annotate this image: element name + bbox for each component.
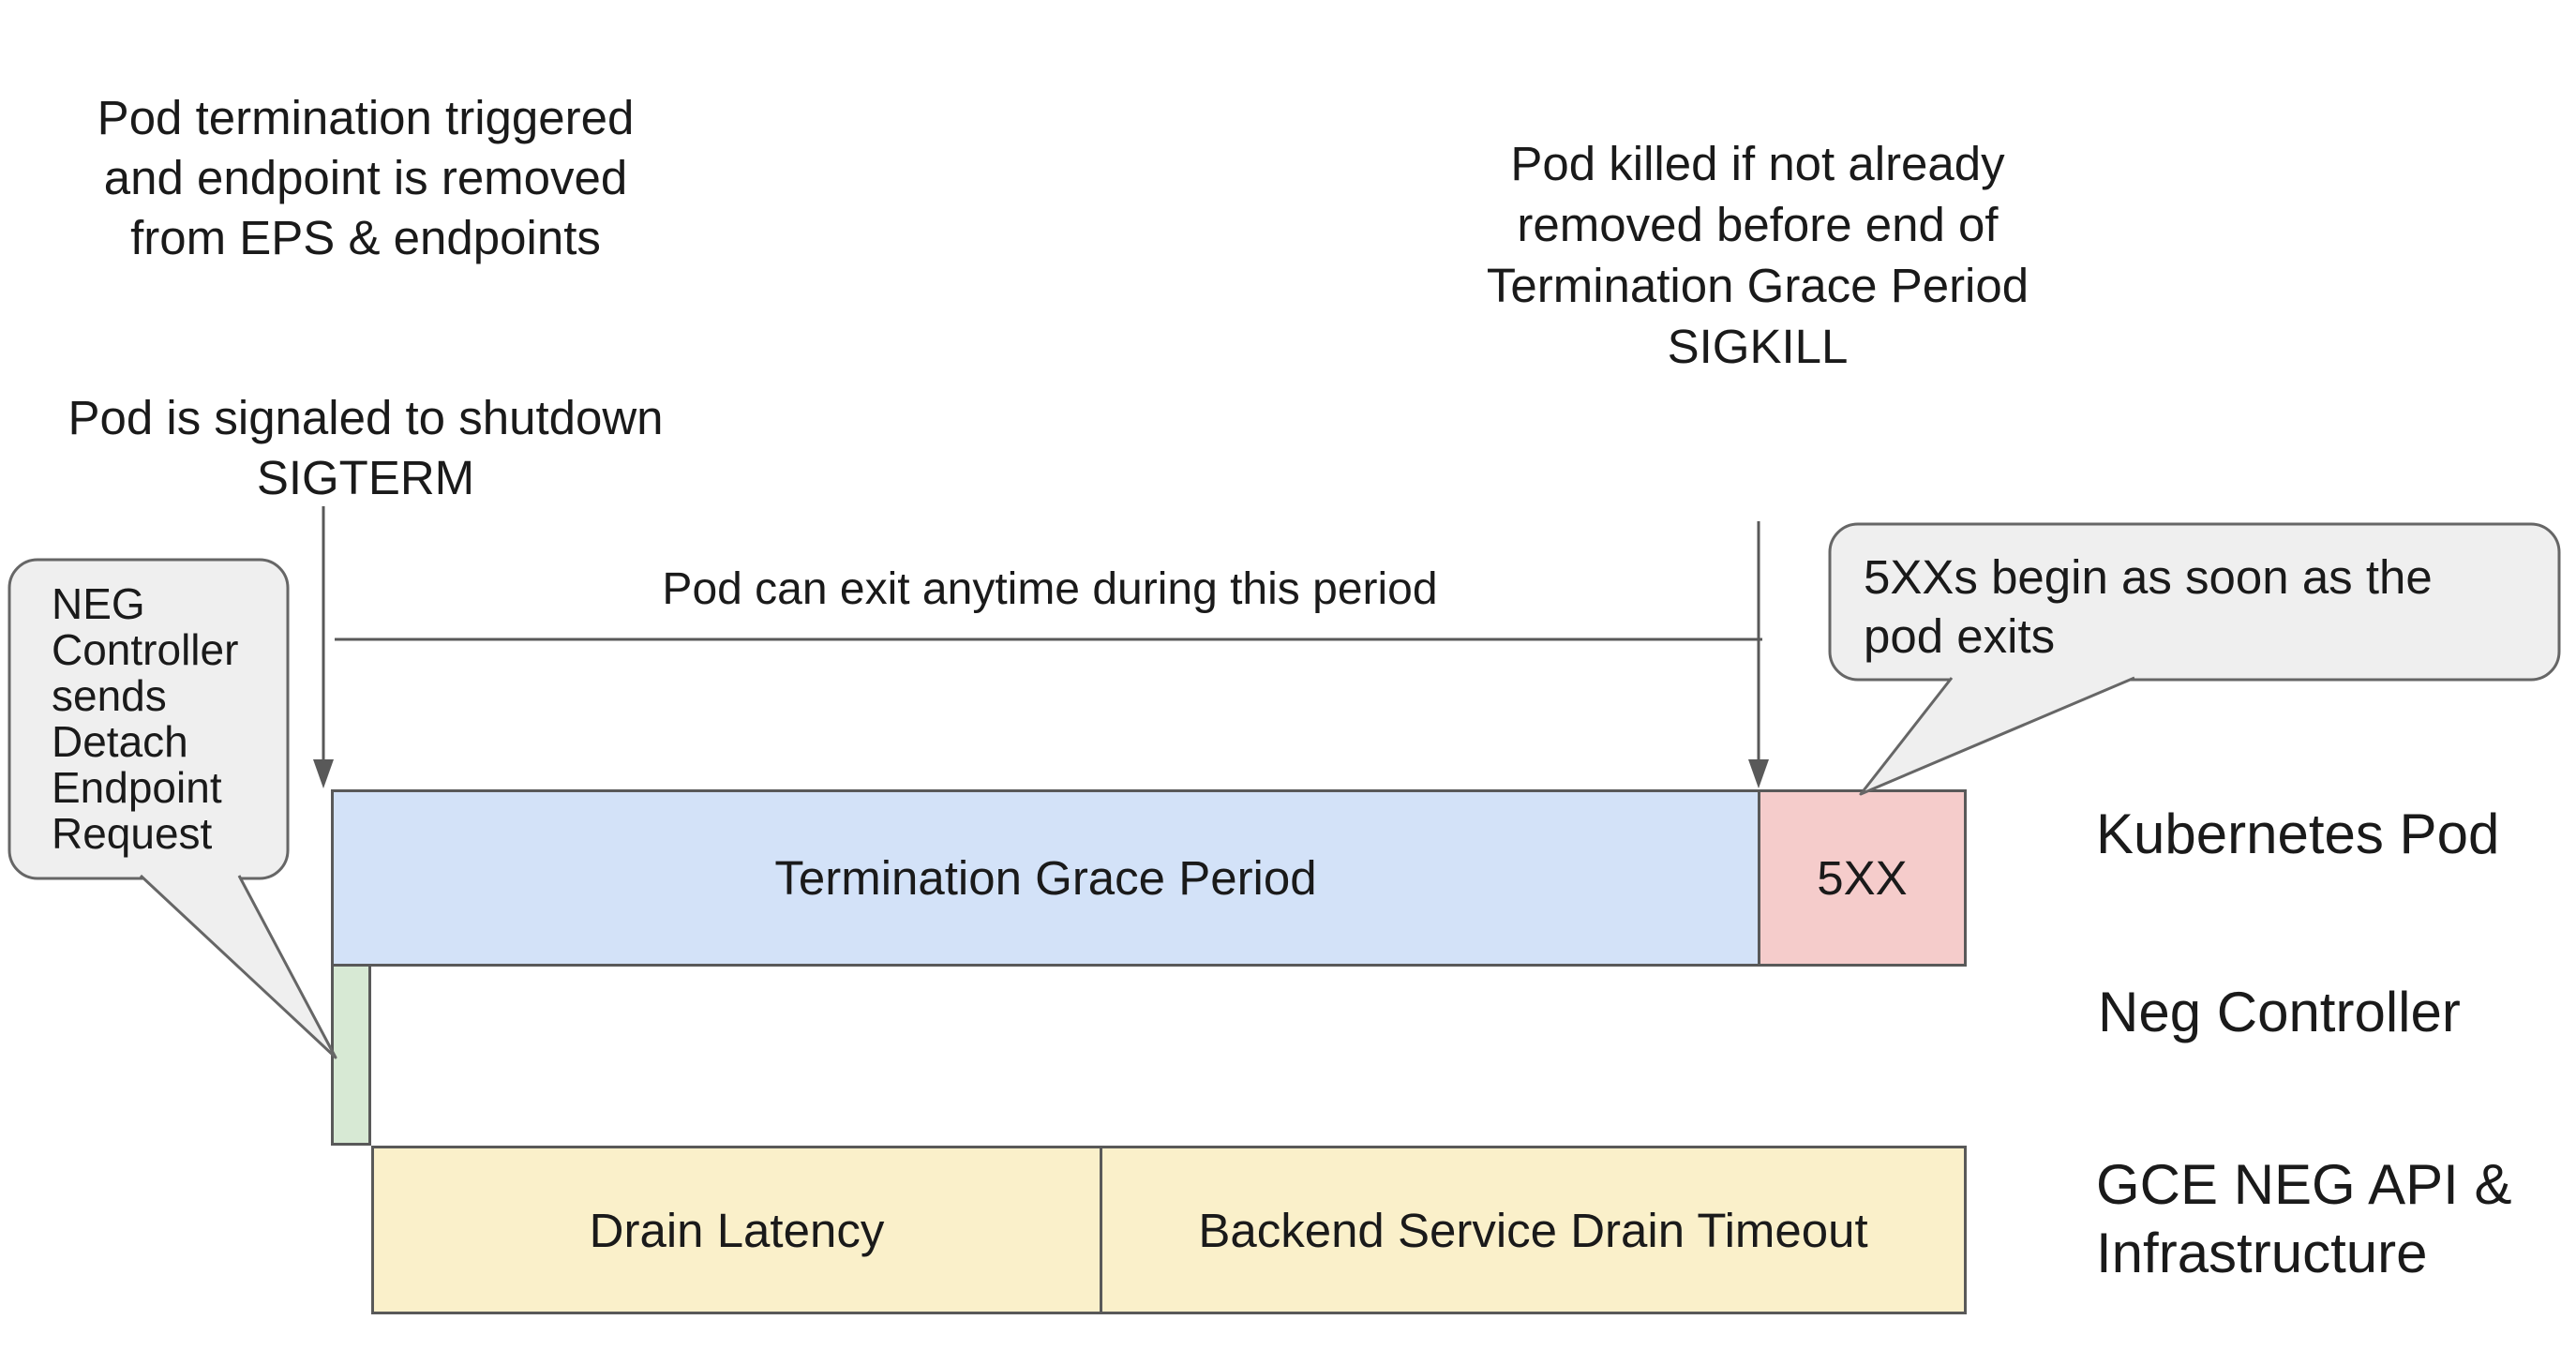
drain-bar: Drain Latency Backend Service Drain Time… [371,1146,1967,1314]
backend-service-drain-timeout-cell: Backend Service Drain Timeout [1102,1148,1964,1312]
termination-grace-period-label: Termination Grace Period [774,851,1317,905]
sigterm-arrowhead-icon [313,759,334,788]
five-xx-callout-tail [1859,676,2135,796]
row-label-neg-controller: Neg Controller [2098,981,2461,1043]
drain-latency-label: Drain Latency [589,1203,885,1257]
sigkill-arrowhead-icon [1748,759,1769,788]
sigkill-note: Pod killed if not already removed before… [1486,137,2029,373]
sigterm-note: Pod is signaled to shutdown SIGTERM [67,391,664,504]
five-xx-callout-bubble [1828,522,2561,682]
row-label-kubernetes-pod: Kubernetes Pod [2096,802,2500,865]
drain-latency-cell: Drain Latency [374,1148,1102,1312]
termination-grace-period-bar: Termination Grace Period [331,789,1760,967]
row-label-gce-neg-api: GCE NEG API & Infrastructure [2096,1153,2512,1284]
five-xx-bar: 5XX [1758,789,1967,967]
five-xx-label: 5XX [1817,851,1908,905]
top-left-annotation: Pod termination triggered and endpoint i… [56,28,675,568]
five-xx-callout-text: 5XXs begin as soon as the pod exits [1864,550,2433,663]
neg-controller-callout-text: NEG Controller sends Detach Endpoint Req… [52,579,239,858]
pod-termination-note: Pod termination triggered and endpoint i… [97,91,635,264]
neg-controller-callout-tail [139,874,337,1059]
exit-period-label: Pod can exit anytime during this period [662,564,1438,614]
backend-service-drain-timeout-label: Backend Service Drain Timeout [1198,1203,1868,1257]
